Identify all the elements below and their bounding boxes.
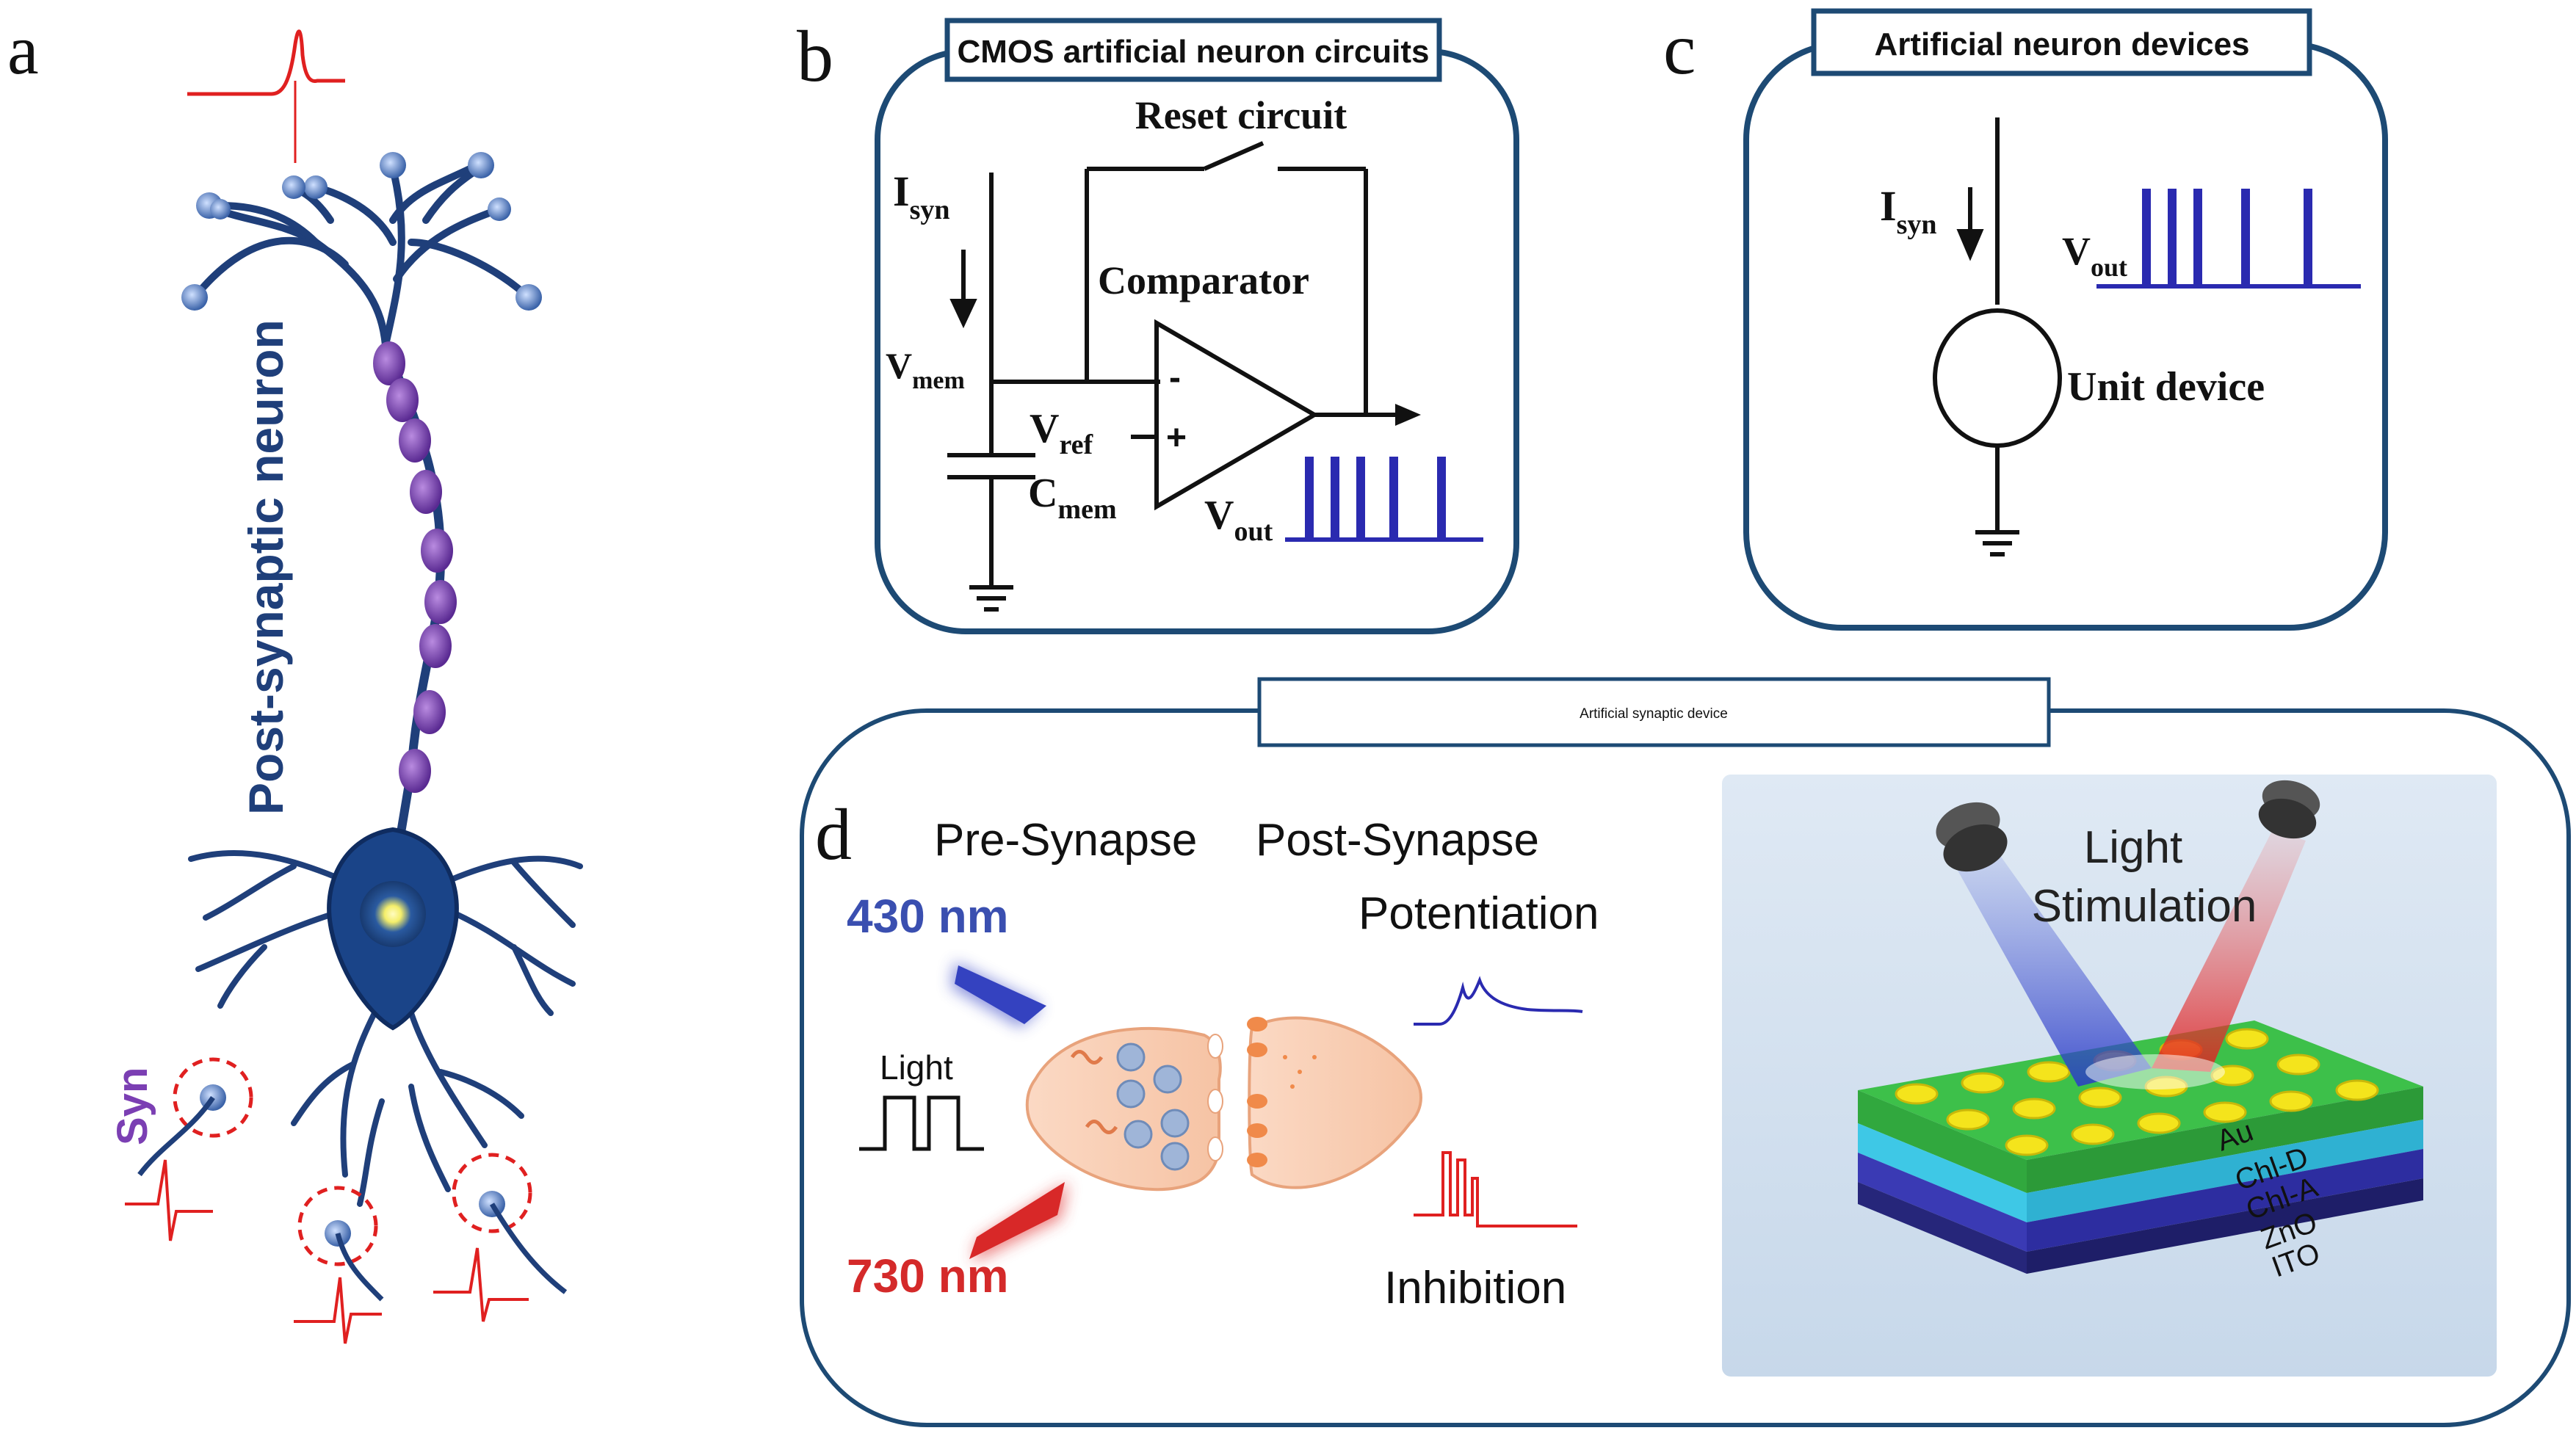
synapse-markers bbox=[137, 1057, 568, 1302]
minus-sign: - bbox=[1169, 358, 1181, 397]
light-source-right bbox=[2258, 780, 2320, 839]
myelin-beads bbox=[373, 341, 457, 793]
panel-c-title: Artificial neuron devices bbox=[1874, 26, 2249, 62]
panel-letter-d: d bbox=[815, 794, 852, 875]
dendrite-tips bbox=[181, 152, 542, 311]
panel-d-title: Artificial synaptic device bbox=[1580, 706, 1728, 722]
synapse-illustration bbox=[1025, 1016, 1422, 1192]
vout-label-c: Vout bbox=[2062, 229, 2127, 282]
panel-d-title-box bbox=[1257, 677, 2051, 747]
inhibition-label: Inhibition bbox=[1384, 1263, 1566, 1313]
vout-label-b: Vout bbox=[1204, 493, 1273, 547]
panel-b-frame bbox=[875, 48, 1519, 634]
light-stimulation-line1: Light bbox=[2084, 822, 2182, 873]
device-rendering bbox=[1722, 775, 2497, 1377]
isyn-label-c: Isyn bbox=[1880, 182, 1937, 240]
panel-c-frame bbox=[1743, 41, 2388, 631]
reset-circuit-label: Reset circuit bbox=[1135, 93, 1347, 137]
potentiation-label: Potentiation bbox=[1358, 888, 1599, 939]
unit-device-circuit bbox=[1933, 117, 2062, 556]
syn-label: Syn bbox=[109, 1067, 156, 1145]
wavelength-430: 430 nm bbox=[847, 890, 1009, 943]
nucleus bbox=[360, 881, 426, 947]
light-label: Light bbox=[880, 1048, 953, 1087]
post-synapse-label: Post-Synapse bbox=[1256, 815, 1539, 866]
isyn-arrow-c bbox=[1956, 187, 1984, 261]
panel-d: Artificial synaptic device d Pre-Synapse… bbox=[800, 677, 2571, 1427]
spike-train-c bbox=[2096, 189, 2361, 289]
light-source-left bbox=[1936, 802, 2008, 872]
inhibition-trace bbox=[1414, 1151, 1577, 1228]
panel-b-title: CMOS artificial neuron circuits bbox=[957, 34, 1429, 70]
isyn-arrow bbox=[949, 250, 977, 329]
unit-device-label: Unit device bbox=[2067, 364, 2265, 410]
panel-letter-b: b bbox=[797, 15, 833, 97]
spike-train-b bbox=[1285, 457, 1483, 542]
syn-spike-1 bbox=[125, 1159, 213, 1241]
panel-letter-c: c bbox=[1663, 8, 1696, 90]
panel-a: a bbox=[7, 10, 583, 1344]
syn-spike-3 bbox=[433, 1247, 529, 1322]
post-synaptic-neuron-label: Post-synaptic neuron bbox=[239, 319, 293, 815]
vmem-label: Vmem bbox=[886, 345, 965, 394]
pre-synapse-label: Pre-Synapse bbox=[934, 815, 1197, 866]
light-stimulation-line2: Stimulation bbox=[2032, 881, 2257, 932]
light-pulse-trace bbox=[859, 1095, 984, 1151]
output-arrow bbox=[1395, 404, 1421, 426]
panel-c: c Artificial neuron devices Isyn Vout Un… bbox=[1663, 8, 2388, 631]
panel-c-title-box bbox=[1811, 8, 2312, 76]
isyn-label: Isyn bbox=[893, 167, 950, 225]
panel-letter-a: a bbox=[7, 10, 39, 89]
cmos-circuit bbox=[947, 141, 1410, 612]
syn-spike-2 bbox=[294, 1277, 382, 1344]
panel-b: b CMOS artificial neuron circuits Reset … bbox=[797, 15, 1519, 634]
dendrite-tree bbox=[191, 162, 532, 349]
plus-sign: + bbox=[1166, 418, 1187, 457]
potentiation-trace bbox=[1414, 976, 1583, 1026]
lower-dendrites bbox=[188, 849, 583, 1207]
wavelength-730: 730 nm bbox=[847, 1250, 1009, 1302]
cmem-label: Cmem bbox=[1028, 471, 1117, 525]
top-spike-trace bbox=[187, 29, 345, 96]
comparator-label: Comparator bbox=[1098, 258, 1309, 302]
vref-label: Vref bbox=[1030, 406, 1093, 460]
panel-b-title-box bbox=[944, 18, 1442, 82]
